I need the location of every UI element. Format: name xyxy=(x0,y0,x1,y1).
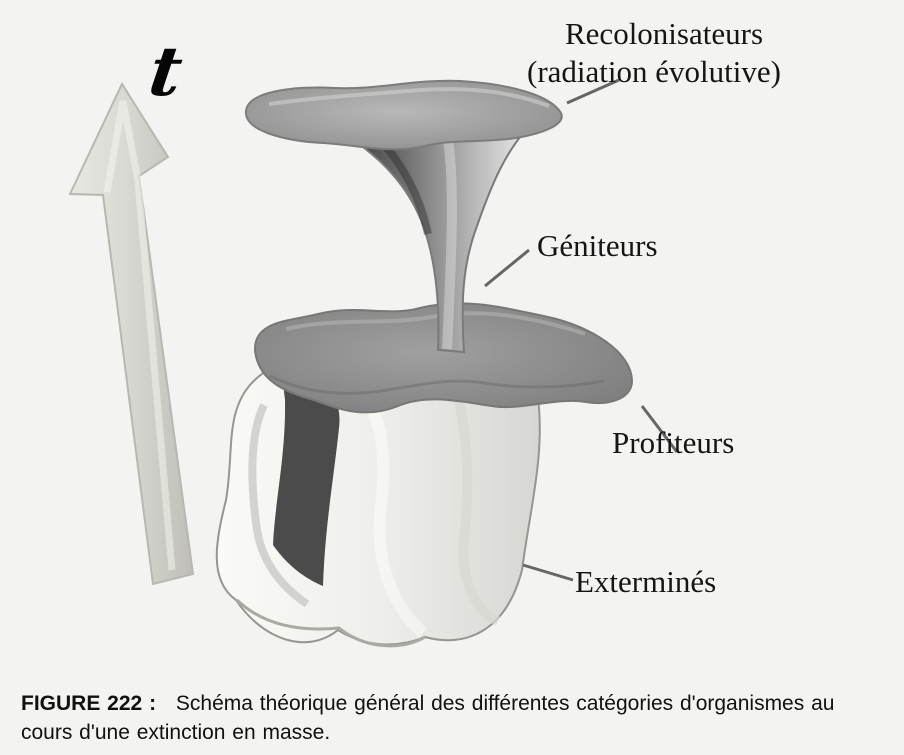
profiteers-label: Profiteurs xyxy=(612,427,734,458)
caption-text: Schéma théorique général des différentes… xyxy=(21,692,834,744)
figure-number: FIGURE 222 xyxy=(21,692,142,715)
progenitors-label: Géniteurs xyxy=(537,230,658,261)
time-arrow xyxy=(70,84,193,584)
exterminated-label: Exterminés xyxy=(575,566,716,597)
progenitors-pointer xyxy=(485,250,529,286)
recolonisers-label-line-2: (radiation évolutive) xyxy=(527,56,781,87)
figure-caption: FIGURE 222 : Schéma théorique général de… xyxy=(21,689,871,747)
recolonisers-label-line-1: Recolonisateurs xyxy=(565,18,763,49)
caption-colon: : xyxy=(149,692,156,715)
recolonisers-disc xyxy=(246,81,562,150)
mass-extinction-diagram xyxy=(0,0,904,660)
exterminated-pointer xyxy=(523,565,573,580)
